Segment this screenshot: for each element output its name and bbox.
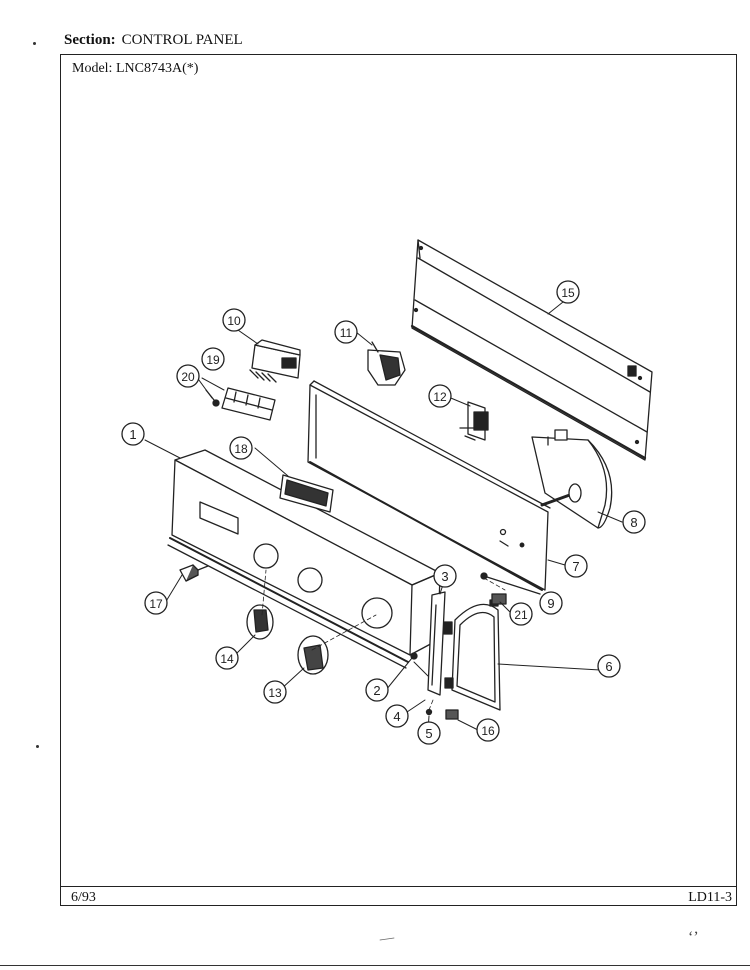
svg-text:5: 5 [425, 726, 432, 741]
callout-17: 17 [144, 591, 168, 615]
callout-14: 14 [215, 646, 239, 670]
callout-11: 11 [334, 320, 358, 344]
part-19-terminal-board [221, 387, 276, 421]
svg-text:9: 9 [547, 596, 554, 611]
footer-rule [60, 886, 737, 887]
part-2-screw [410, 652, 418, 660]
callout-4: 4 [385, 704, 409, 728]
svg-text:21: 21 [514, 608, 528, 622]
section-value: CONTROL PANEL [121, 32, 243, 48]
callout-20: 20 [176, 364, 200, 388]
callout-21: 21 [509, 602, 533, 626]
model-heading: Model: LNC8743A(*) [72, 61, 198, 77]
section-heading: Section: CONTROL PANEL [64, 32, 243, 49]
svg-text:6: 6 [605, 659, 612, 674]
revision-date: 6/93 [71, 890, 96, 905]
callout-6: 6 [597, 654, 621, 678]
part-6-end-cap [443, 599, 501, 711]
callout-8: 8 [622, 510, 646, 534]
scan-dot [36, 745, 39, 748]
callout-7: 7 [564, 554, 588, 578]
part-16-clip [445, 709, 459, 720]
callout-5: 5 [417, 721, 441, 745]
part-13-knob [297, 635, 329, 675]
callout-19: 19 [201, 347, 225, 371]
callout-12: 12 [428, 384, 452, 408]
part-11-switch-block [367, 341, 406, 386]
bottom-rule [0, 965, 750, 966]
part-12-switch [459, 401, 489, 441]
svg-text:7: 7 [572, 559, 579, 574]
svg-text:13: 13 [268, 686, 282, 700]
part-17-button [179, 564, 209, 582]
svg-text:15: 15 [561, 286, 575, 300]
model-label: Model: [72, 61, 113, 76]
diagram-frame [60, 54, 737, 906]
callout-1: 1 [121, 422, 145, 446]
part-18-display-lens [279, 474, 334, 513]
svg-text:17: 17 [149, 597, 163, 611]
svg-text:10: 10 [227, 314, 241, 328]
svg-text:2: 2 [373, 683, 380, 698]
callout-3: 3 [433, 564, 457, 588]
callout-2: 2 [365, 678, 389, 702]
part-15-rear-panel [410, 239, 653, 461]
part-7-console-bracket [307, 380, 551, 591]
svg-text:4: 4 [393, 709, 400, 724]
part-8-timer [531, 429, 613, 529]
callout-15: 15 [556, 280, 580, 304]
part-14-knob [246, 604, 274, 640]
scan-dot [33, 42, 36, 45]
svg-text:19: 19 [206, 353, 220, 367]
page-id: LD11-3 [688, 890, 732, 905]
callouts: 1 2 3 4 5 6 7 8 9 10 11 12 13 14 15 16 1… [121, 280, 646, 745]
callout-18: 18 [229, 436, 253, 460]
callout-16: 16 [476, 718, 500, 742]
svg-text:18: 18 [234, 442, 248, 456]
svg-text:11: 11 [340, 326, 353, 340]
svg-text:20: 20 [181, 370, 195, 384]
svg-text:14: 14 [220, 652, 234, 666]
assembly-guide-lines [261, 569, 506, 711]
part-9-screw [480, 572, 541, 595]
section-label: Section: [64, 32, 116, 48]
callout-13: 13 [263, 680, 287, 704]
part-3-end-cap [427, 591, 446, 696]
part-21-clip [491, 593, 507, 605]
callout-10: 10 [222, 308, 246, 332]
callout-9: 9 [539, 591, 563, 615]
svg-text:12: 12 [433, 390, 447, 404]
model-value: LNC8743A(*) [115, 61, 199, 76]
svg-text:16: 16 [481, 724, 495, 738]
svg-text:8: 8 [630, 515, 637, 530]
svg-text:3: 3 [441, 569, 448, 584]
part-1-console-panel [167, 449, 441, 669]
svg-text:1: 1 [129, 427, 136, 442]
part-10-connector [249, 339, 301, 383]
margin-note: ‘’ [688, 929, 699, 946]
